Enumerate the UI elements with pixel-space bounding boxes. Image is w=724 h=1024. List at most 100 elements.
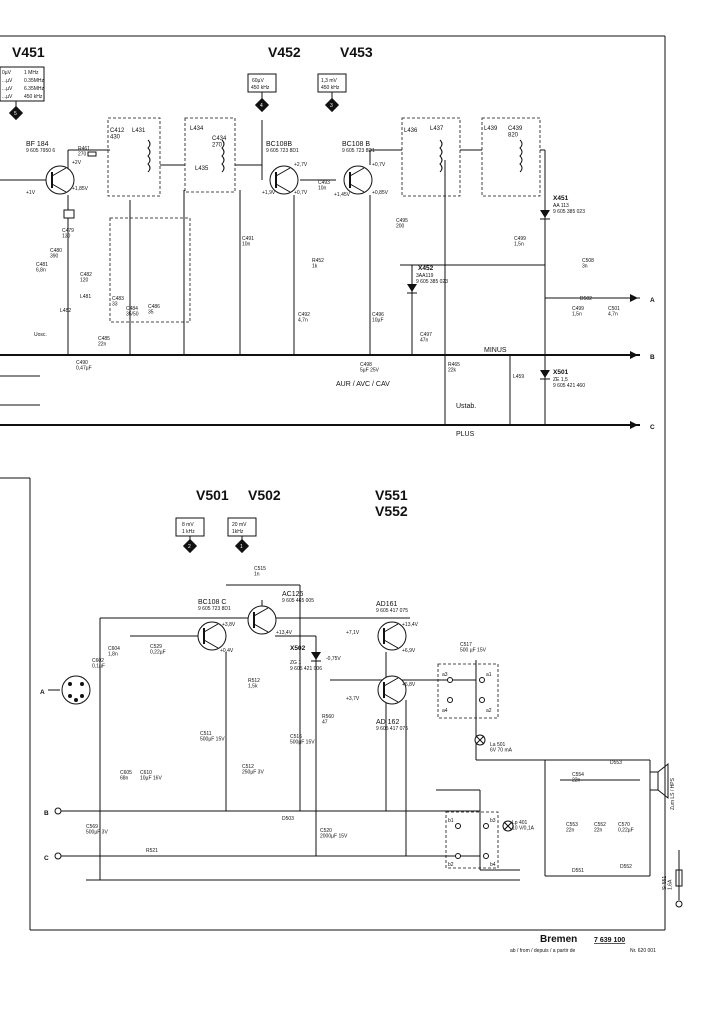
switch-block-a[interactable]: a3 a1 a4 a2	[437, 663, 499, 719]
svg-text:450 kHz: 450 kHz	[24, 94, 43, 100]
svg-text:a3: a3	[442, 672, 448, 678]
bus-label-plus: PLUS	[456, 431, 475, 438]
svg-text:b3: b3	[490, 818, 496, 824]
upper-wiring	[0, 120, 640, 426]
svg-text:+3,8V: +3,8V	[222, 622, 236, 628]
test-point-3: 3	[324, 92, 340, 113]
transistor-ac126: AC126 9 605 465 005 +13,4V	[247, 591, 314, 636]
label-l437: L437	[430, 126, 444, 132]
diode-x452: X452 3AA119 9 605 385 023	[407, 265, 448, 294]
svg-text:+13,4V: +13,4V	[402, 622, 419, 628]
label-uosc: Uosc.	[34, 332, 47, 338]
measure-box-4: 8 mV 1 kHz	[175, 517, 205, 537]
svg-text:Si 5511,6A: Si 5511,6A	[662, 876, 674, 890]
svg-text:B: B	[650, 354, 655, 361]
if-can-l436	[401, 117, 461, 197]
svg-text:0.35MHz: 0.35MHz	[24, 78, 45, 84]
svg-text:1 kHz: 1 kHz	[182, 529, 195, 535]
svg-text:9 605 723 8D1: 9 605 723 8D1	[198, 606, 231, 612]
svg-text:a4: a4	[442, 708, 448, 714]
transistor-ad161: AD161 9 605 417 075 +13,4V +6,9V +7,1V	[346, 601, 419, 654]
terminal-b-lower: B	[44, 807, 62, 817]
svg-text:A: A	[650, 297, 655, 304]
lower-wiring	[58, 584, 651, 881]
test-point-1: 1	[234, 536, 250, 554]
terminal-c-upper: C	[630, 421, 655, 431]
title-block: Bremen 7 639 100 ab / from / depuis / a …	[510, 934, 656, 954]
svg-text:8 mV: 8 mV	[182, 522, 194, 528]
svg-text:9 605 421 006: 9 605 421 006	[290, 666, 322, 672]
if-can-l434	[184, 117, 236, 193]
svg-text:+13,4V: +13,4V	[276, 630, 293, 636]
svg-text:+3,7V: +3,7V	[346, 696, 360, 702]
din-input-connector[interactable]: A	[40, 675, 91, 705]
svg-text:9 605 723 8D1: 9 605 723 8D1	[342, 148, 375, 154]
svg-text:0µV: 0µV	[2, 70, 12, 76]
svg-text:A: A	[40, 689, 45, 696]
stage-label-v502: V502	[248, 487, 281, 503]
svg-text:+1,85V: +1,85V	[72, 186, 89, 192]
transistor-bc108c: BC108 C 9 605 723 8D1 +3,8V +0,4V	[197, 599, 236, 654]
switch-block-b[interactable]: b1 b3 b2 b4	[445, 811, 499, 869]
label-l459: L459	[513, 374, 524, 380]
stage-label-v552: V552	[375, 503, 408, 519]
measure-box-3: 1,3 mV 450 kHz	[317, 73, 347, 93]
diode-x451: X451 AA 113 9 605 385 023	[540, 195, 585, 220]
svg-text:+6,8V: +6,8V	[402, 682, 416, 688]
lamp-lp401	[502, 820, 514, 832]
label-l431: L431	[132, 128, 146, 134]
transistor-ad162: AD 162 9 605 417 075 +6,8V +3,7V	[346, 675, 416, 732]
transistor-bc108b-2: BC108 B 9 605 723 8D1 +0,7V +1,45V +0,85…	[334, 141, 389, 198]
svg-text:AD 162: AD 162	[376, 719, 399, 726]
stage-label-v501: V501	[196, 487, 229, 503]
svg-text:C: C	[44, 855, 49, 862]
coil-l436	[439, 139, 443, 173]
svg-text:+2,7V: +2,7V	[294, 162, 308, 168]
svg-text:450 kHz: 450 kHz	[251, 85, 270, 91]
diode-x502: X502 ZG 1 9 605 421 006 -0,75V	[290, 645, 341, 672]
svg-text:ZE 1,5: ZE 1,5	[553, 377, 568, 383]
svg-text:1kHz: 1kHz	[232, 529, 244, 535]
svg-text:BC108B: BC108B	[266, 141, 292, 148]
coil-l434	[221, 139, 225, 173]
label-d502: D502	[580, 296, 592, 302]
svg-text:AD161: AD161	[376, 601, 398, 608]
svg-text:...µV: ...µV	[2, 78, 13, 84]
svg-text:+0,4V: +0,4V	[220, 648, 234, 654]
label-d503: D503	[282, 816, 294, 822]
measure-box-5: 20 mV 1kHz	[227, 517, 257, 537]
svg-text:X502: X502	[290, 645, 306, 652]
terminal-a-upper: A	[630, 294, 655, 304]
label-l436: L436	[404, 128, 418, 134]
coil-l439	[519, 139, 523, 173]
svg-text:9 605 465 005: 9 605 465 005	[282, 598, 314, 604]
lamp-la501	[474, 734, 486, 746]
svg-text:b1: b1	[448, 818, 454, 824]
svg-text:a1: a1	[486, 672, 492, 678]
svg-text:20 mV: 20 mV	[232, 522, 247, 528]
svg-text:9 605 385 023: 9 605 385 023	[553, 209, 585, 215]
if-can-l431	[107, 117, 161, 197]
svg-text:9 605 7950 6: 9 605 7950 6	[26, 148, 55, 154]
bus-label-minus: MINUS	[484, 347, 507, 354]
svg-text:BF 184: BF 184	[26, 141, 49, 148]
svg-text:X452: X452	[418, 265, 434, 272]
